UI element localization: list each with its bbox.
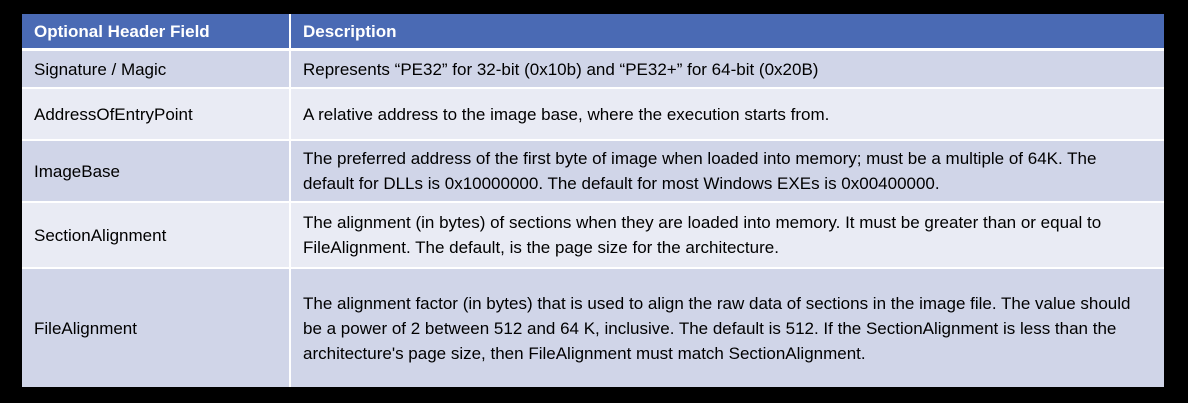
table-row-field: ImageBase xyxy=(22,141,289,203)
table-row-field: Signature / Magic xyxy=(22,51,289,89)
table-row-field: SectionAlignment xyxy=(22,203,289,269)
header-cell-field: Optional Header Field xyxy=(22,14,289,51)
optional-header-table: Optional Header Field Description Signat… xyxy=(22,14,1164,387)
table-row-description: The alignment (in bytes) of sections whe… xyxy=(289,203,1164,269)
table-row-field: AddressOfEntryPoint xyxy=(22,89,289,141)
table-row-description: A relative address to the image base, wh… xyxy=(289,89,1164,141)
header-cell-description: Description xyxy=(289,14,1164,51)
table-row-field: FileAlignment xyxy=(22,269,289,387)
table-row-description: The preferred address of the first byte … xyxy=(289,141,1164,203)
table-row-description: The alignment factor (in bytes) that is … xyxy=(289,269,1164,387)
table-row-description: Represents “PE32” for 32-bit (0x10b) and… xyxy=(289,51,1164,89)
